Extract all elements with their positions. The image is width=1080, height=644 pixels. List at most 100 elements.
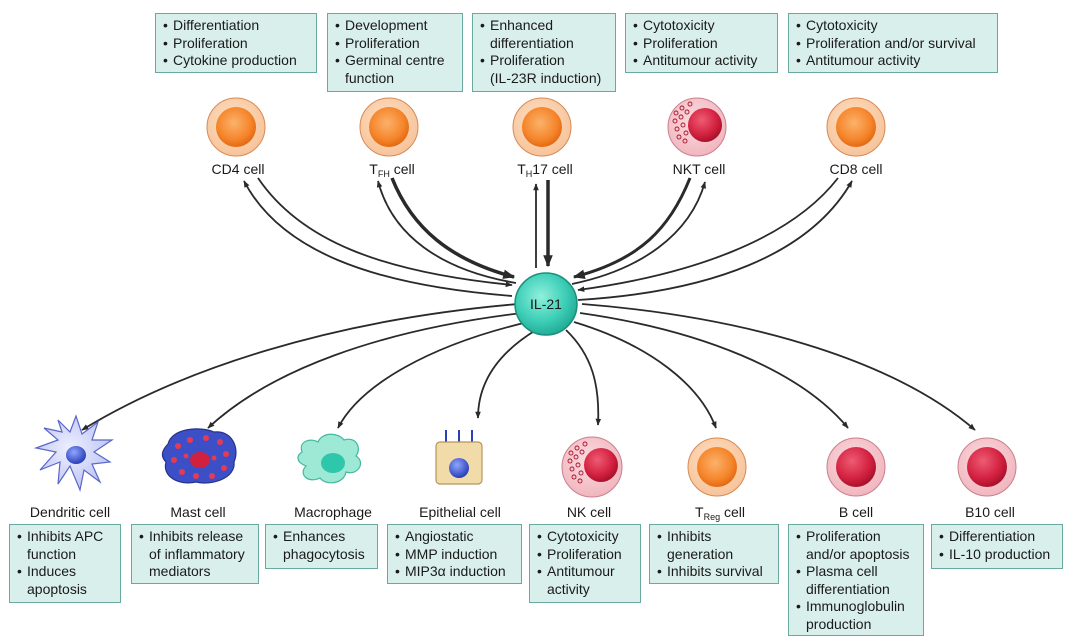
effect-item: Antitumour activity xyxy=(796,52,990,70)
effect-item: Inhibits APC xyxy=(17,528,113,546)
effect-item: Inhibits survival xyxy=(657,563,771,581)
arrow-il21-to-dendritic xyxy=(81,303,519,431)
effect-item-continued: generation xyxy=(667,545,734,562)
cell-dendritic-icon xyxy=(33,414,114,493)
effects-box-macrophage: Enhances phagocytosis xyxy=(265,524,378,569)
effect-item: Germinal centre xyxy=(335,52,455,70)
arrow-il21-to-mast xyxy=(207,312,523,429)
arrow-il21-to-epithelial xyxy=(475,329,537,419)
effect-item: Cytotoxicity xyxy=(633,17,770,35)
label-subscript: FH xyxy=(377,169,390,179)
effects-box-b10: Differentiation IL-10 production xyxy=(931,524,1063,569)
effect-item: Proliferation xyxy=(796,528,916,546)
cell-tfh-icon xyxy=(359,97,419,157)
effects-box-tfh: Development Proliferation Germinal centr… xyxy=(327,13,463,92)
effects-box-cd8: Cytotoxicity Proliferation and/or surviv… xyxy=(788,13,998,73)
arrow-il21-to-macrophage xyxy=(337,321,529,429)
cell-label-epithelial: Epithelial cell xyxy=(419,504,501,520)
effect-item: Enhanced xyxy=(480,17,608,35)
cell-label-tfh: TFH cell xyxy=(369,161,414,179)
effect-item: MMP induction xyxy=(395,546,514,564)
effect-item: Proliferation xyxy=(633,35,770,53)
arrow-il21-to-cd4 xyxy=(243,180,513,297)
effect-item-continued: apoptosis xyxy=(27,580,87,597)
effect-item: Induces xyxy=(17,563,113,581)
effect-item-continued: (IL-23R induction) xyxy=(490,69,602,86)
effects-box-treg: Inhibits generation Inhibits survival xyxy=(649,524,779,584)
effect-item: Angiostatic xyxy=(395,528,514,546)
arrow-il21-to-tfh xyxy=(376,180,517,284)
cell-nk-icon xyxy=(561,436,623,498)
cell-epithelial-icon xyxy=(435,430,483,485)
effect-item: Cytotoxicity xyxy=(796,17,990,35)
cell-label-th17: TH17 cell xyxy=(517,161,573,179)
effect-item: Proliferation xyxy=(163,35,309,53)
bottom-arrows xyxy=(81,303,976,431)
effects-box-epithelial: Angiostatic MMP induction MIP3α inductio… xyxy=(387,524,522,584)
label-rest: cell xyxy=(720,504,745,520)
effect-item: Differentiation xyxy=(939,528,1055,546)
cell-label-dendritic: Dendritic cell xyxy=(29,504,111,520)
label-rest: 17 cell xyxy=(532,161,573,177)
cell-label-mast: Mast cell xyxy=(170,504,226,520)
cell-treg-icon xyxy=(687,437,747,497)
effect-item: Antitumour xyxy=(537,563,633,581)
cell-label-treg: TReg cell xyxy=(695,504,745,522)
arrow-tfh-to-il21 xyxy=(390,177,516,279)
cell-cd4-icon xyxy=(206,97,266,157)
effect-item-continued: differentiation xyxy=(806,580,890,597)
effect-item: Development xyxy=(335,17,455,35)
effect-item-continued: differentiation xyxy=(490,34,574,51)
effect-item: Immunoglobulin xyxy=(796,598,916,616)
arrow-il21-to-cd8 xyxy=(577,180,853,301)
arrow-il21-to-b10 xyxy=(581,303,976,431)
effect-item: Cytokine production xyxy=(163,52,309,70)
arrow-il21-to-b xyxy=(579,312,849,429)
effect-item: Proliferation and/or survival xyxy=(796,35,990,53)
effect-item: Cytotoxicity xyxy=(537,528,633,546)
cell-label-nk: NK cell xyxy=(566,504,612,520)
effect-item-continued: activity xyxy=(547,580,590,597)
label-main: T xyxy=(695,504,704,520)
top-arrows xyxy=(243,177,853,301)
effects-box-th17: Enhanced differentiation Proliferation (… xyxy=(472,13,616,92)
effect-item: Proliferation xyxy=(480,52,608,70)
effect-item-continued: production xyxy=(806,615,872,632)
arrow-il21-to-nk xyxy=(565,329,602,426)
effect-item: Antitumour activity xyxy=(633,52,770,70)
arrow-nkt-to-il21 xyxy=(572,177,692,279)
effect-item: IL-10 production xyxy=(939,546,1055,564)
effects-box-mast: Inhibits release of inflammatory mediato… xyxy=(131,524,259,584)
cell-label-b: B cell xyxy=(838,504,874,520)
cell-label-cd8: CD8 cell xyxy=(829,161,883,177)
cell-b-icon xyxy=(826,437,886,497)
cell-b10-icon xyxy=(957,437,1017,497)
effect-item: Inhibits release xyxy=(139,528,251,546)
cell-label-nkt: NKT cell xyxy=(672,161,726,177)
cell-label-b10: B10 cell xyxy=(965,504,1015,520)
effect-item-continued: function xyxy=(27,545,77,562)
label-subscript: H xyxy=(525,169,533,179)
cell-label-cd4: CD4 cell xyxy=(211,161,265,177)
cell-cd8-icon xyxy=(826,97,886,157)
arrow-cd4-to-il21 xyxy=(257,177,513,288)
label-main: T xyxy=(517,161,526,177)
effect-item-continued: function xyxy=(345,69,395,86)
effect-item: MIP3α induction xyxy=(395,563,514,581)
arrow-il21-to-nkt xyxy=(571,181,706,285)
effect-item-continued: phagocytosis xyxy=(283,545,365,562)
effect-item: Inhibits xyxy=(657,528,771,546)
label-main: T xyxy=(369,161,378,177)
effect-item: Plasma cell xyxy=(796,563,916,581)
il21-label: IL-21 xyxy=(530,296,562,312)
effects-box-nkt: Cytotoxicity Proliferation Antitumour ac… xyxy=(625,13,778,73)
effects-box-nk: Cytotoxicity Proliferation Antitumour ac… xyxy=(529,524,641,603)
cell-mast-icon xyxy=(161,428,237,484)
label-rest: cell xyxy=(389,161,415,177)
effects-box-b: Proliferation and/or apoptosis Plasma ce… xyxy=(788,524,924,636)
label-subscript: Reg xyxy=(703,512,721,522)
cell-nkt-icon xyxy=(667,97,727,157)
effect-item: Enhances xyxy=(273,528,370,546)
effects-box-dendritic: Inhibits APC function Induces apoptosis xyxy=(9,524,121,603)
